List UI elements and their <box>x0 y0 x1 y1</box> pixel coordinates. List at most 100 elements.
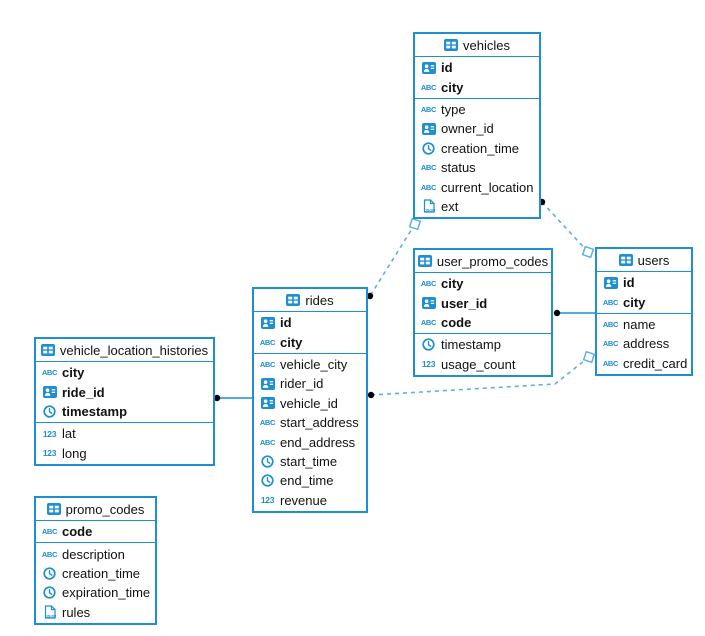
table-header[interactable]: rides <box>254 289 366 312</box>
clock-icon <box>41 405 58 418</box>
column-name: city <box>441 276 464 292</box>
column-name: ride_id <box>62 384 105 400</box>
column-name: type <box>441 101 466 117</box>
column-name: city <box>441 79 464 95</box>
text-icon: ABC <box>420 182 437 192</box>
column-name: current_location <box>441 179 534 195</box>
id-icon <box>420 123 437 135</box>
column-row[interactable]: id <box>254 313 366 332</box>
svg-text:JSON: JSON <box>424 208 434 213</box>
table-title: users <box>637 252 670 268</box>
column-row[interactable]: ABC city <box>597 292 691 311</box>
column-row[interactable]: end_time <box>254 471 366 490</box>
text-icon: ABC <box>41 527 58 537</box>
id-icon <box>259 317 276 329</box>
column-row[interactable]: ABC current_location <box>415 177 539 196</box>
column-name: id <box>441 60 453 76</box>
column-name: usage_count <box>441 356 516 372</box>
column-row[interactable]: rider_id <box>254 374 366 393</box>
text-icon: ABC <box>41 368 58 378</box>
table-icon <box>619 254 633 266</box>
table-header[interactable]: promo_codes <box>36 498 155 521</box>
column-row[interactable]: creation_time <box>36 564 155 583</box>
clock-icon <box>41 567 58 580</box>
column-row[interactable]: timestamp <box>36 402 213 421</box>
table-header[interactable]: vehicles <box>415 34 539 57</box>
column-row[interactable]: user_id <box>415 293 551 312</box>
column-name: revenue <box>280 492 327 508</box>
clock-icon <box>259 474 276 487</box>
column-name: rider_id <box>280 376 324 392</box>
table-title: vehicle_location_histories <box>59 342 209 358</box>
column-row[interactable]: expiration_time <box>36 583 155 602</box>
column-row[interactable]: ABC city <box>415 274 551 293</box>
column-row[interactable]: id <box>597 273 691 292</box>
relation-user-promo-codes-users[interactable] <box>553 309 595 317</box>
column-name: expiration_time <box>62 585 151 601</box>
column-name: city <box>623 294 646 310</box>
column-name: long <box>62 445 87 461</box>
number-icon: 123 <box>421 359 436 370</box>
relation-vehicle-location-histories-rides[interactable] <box>213 394 252 402</box>
table-icon <box>444 39 458 51</box>
id-icon <box>602 277 619 289</box>
text-icon: ABC <box>602 358 619 368</box>
column-row[interactable]: timestamp <box>415 335 551 354</box>
column-name: city <box>280 334 303 350</box>
column-row[interactable]: vehicle_id <box>254 394 366 413</box>
table-header[interactable]: vehicle_location_histories <box>36 339 213 362</box>
text-icon: ABC <box>420 279 437 289</box>
column-row[interactable]: id <box>415 58 539 77</box>
column-row[interactable]: ride_id <box>36 382 213 401</box>
clock-icon <box>420 338 437 351</box>
table-title: vehicles <box>463 37 510 53</box>
text-icon: ABC <box>259 359 276 369</box>
column-row[interactable]: start_time <box>254 452 366 471</box>
column-name: timestamp <box>441 337 501 353</box>
column-name: credit_card <box>623 355 688 371</box>
column-row[interactable]: ABC credit_card <box>597 354 691 373</box>
table-icon <box>286 294 300 306</box>
column-row[interactable]: 123 usage_count <box>415 355 551 374</box>
column-row[interactable]: owner_id <box>415 119 539 138</box>
column-row[interactable]: creation_time <box>415 139 539 158</box>
table-header[interactable]: users <box>597 249 691 272</box>
text-icon: ABC <box>602 297 619 307</box>
number-icon: 123 <box>42 428 57 439</box>
table-icon <box>418 255 432 267</box>
columns-section: timestamp 123 usage_count <box>415 334 551 375</box>
table-title: user_promo_codes <box>436 253 549 269</box>
text-icon: ABC <box>602 319 619 329</box>
table-header[interactable]: user_promo_codes <box>415 250 551 273</box>
